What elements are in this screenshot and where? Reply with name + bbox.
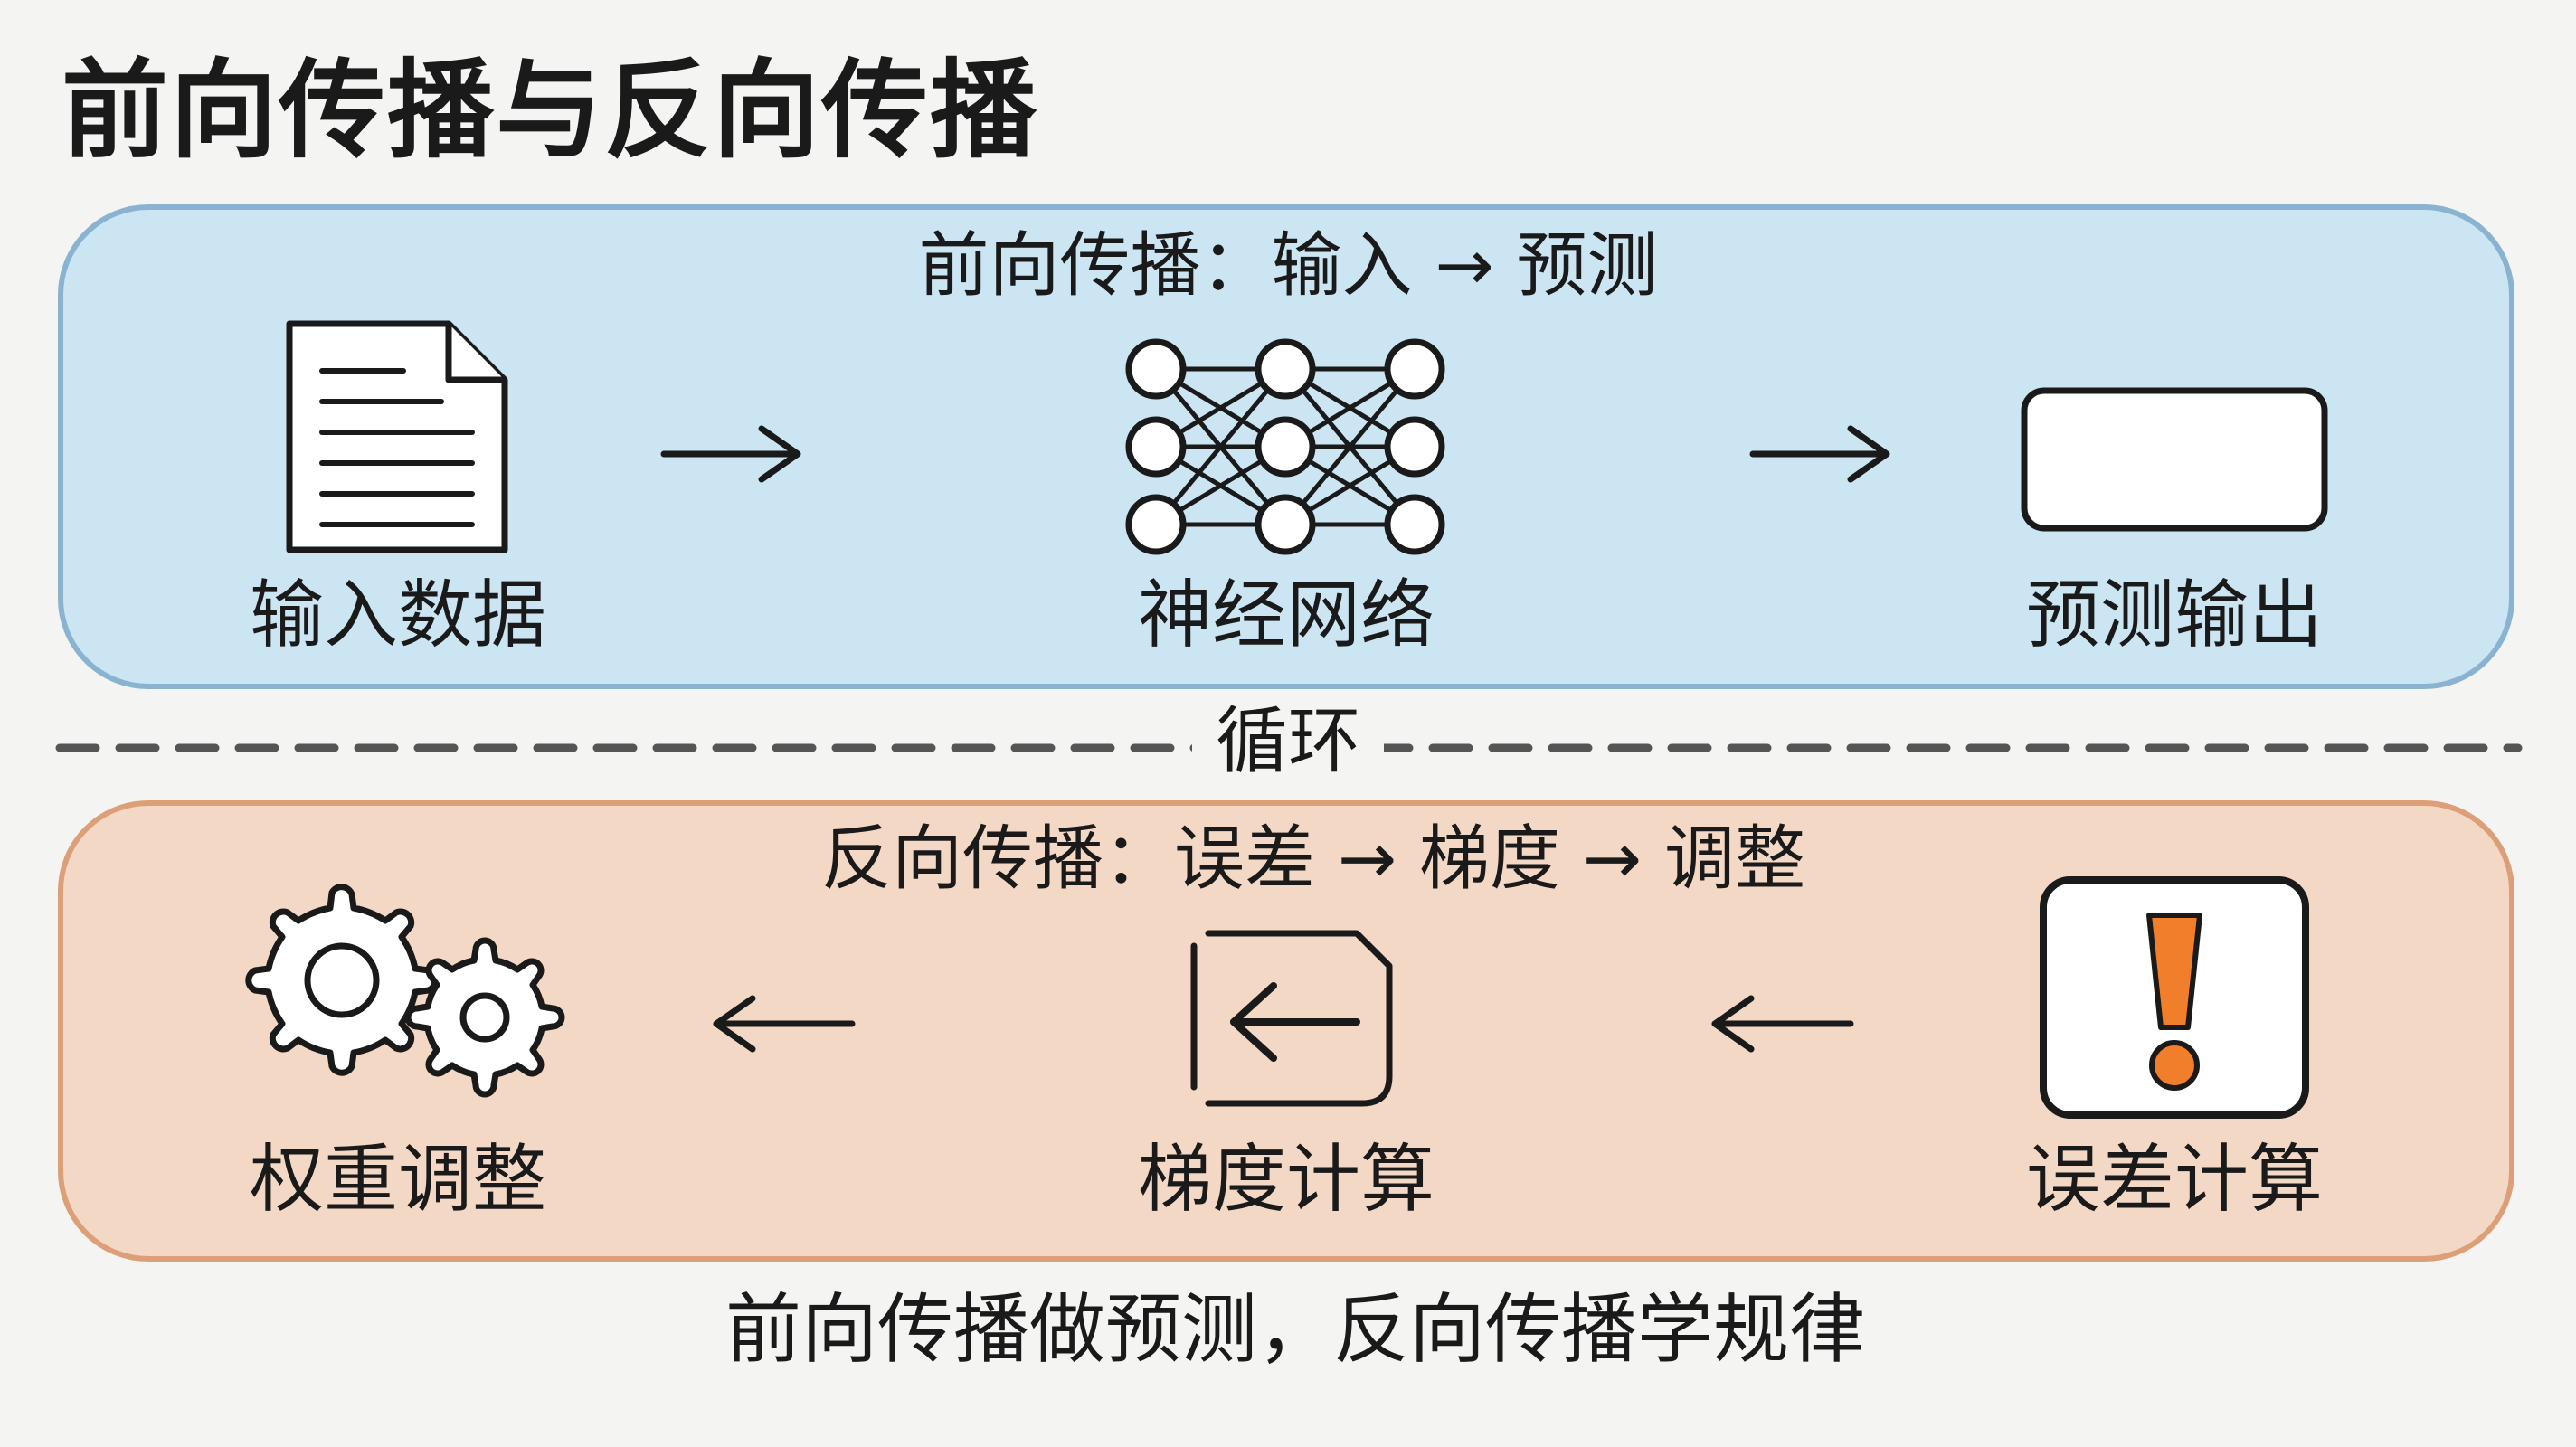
node-label-weight-adjustment: 权重调整 [249, 1137, 547, 1223]
node-label-neural-network: 神经网络 [1137, 572, 1435, 658]
arrow-left-icon [1711, 995, 1854, 1053]
gears-icon [245, 884, 565, 1098]
summary-text: 前向传播做预测，反向传播学规律 [724, 1285, 1866, 1374]
arrow-right-icon [660, 425, 801, 483]
node-label-input-data: 输入数据 [249, 572, 547, 658]
neural-network-icon [1125, 338, 1445, 555]
forward-caption: 前向传播：输入 → 预测 [918, 225, 1658, 307]
document-icon [286, 320, 508, 553]
output-box-icon [2021, 387, 2328, 532]
backward-caption: 反向传播：误差 → 梯度 → 调整 [821, 818, 1805, 900]
node-label-gradient-computation: 梯度计算 [1137, 1137, 1435, 1223]
arrow-left-icon [713, 995, 856, 1053]
loop-label: 循环 [1192, 698, 1384, 785]
gradient-arrow-icon [1190, 930, 1393, 1107]
node-label-error-computation: 误差计算 [2025, 1137, 2324, 1223]
error-exclamation-icon [2040, 876, 2309, 1119]
node-label-prediction-output: 预测输出 [2025, 572, 2324, 658]
arrow-right-icon [1749, 425, 1890, 483]
diagram-title: 前向传播与反向传播 [62, 48, 1039, 173]
